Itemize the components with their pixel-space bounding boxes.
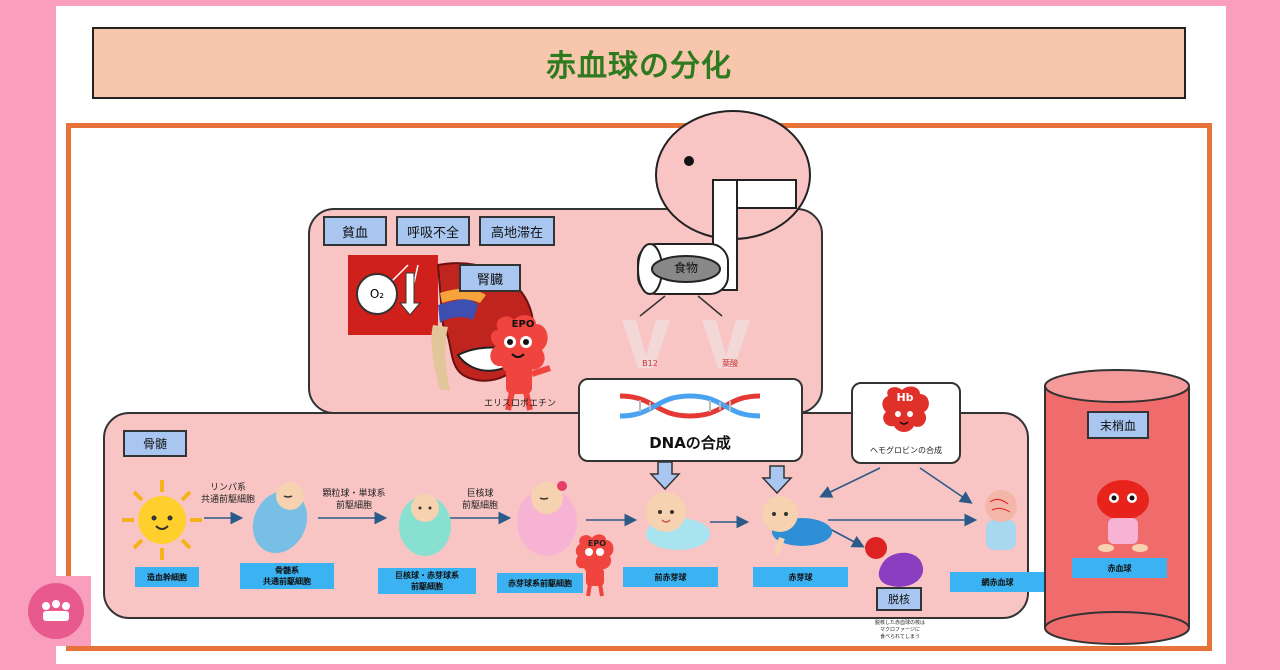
epo-small-badge: EPO <box>587 539 607 548</box>
red-blood-cell-mascot <box>1097 480 1149 552</box>
reticulocyte-baby-icon <box>985 490 1017 550</box>
erythroblast-baby-icon <box>762 496 832 556</box>
down-arrow-erythroblast <box>761 465 793 495</box>
stage-erythroblast: 赤芽球 <box>753 567 848 587</box>
dna-icon <box>619 393 761 419</box>
bone-marrow-label: 骨髄 <box>123 430 187 457</box>
mep-baby-icon <box>399 494 451 556</box>
title-banner: 赤血球の分化 <box>92 27 1186 99</box>
epo-badge: EPO <box>511 319 535 330</box>
enucleation-note: 脱核した赤血球の核は マクロファージに 食べられてしまう <box>874 620 925 640</box>
arrow-label-megakaryocyte: 巨核球 前駆細胞 <box>461 489 498 511</box>
cause-anemia: 貧血 <box>323 216 387 246</box>
epo-mascot <box>490 315 551 411</box>
food-label: 食物 <box>673 261 698 275</box>
stage-erythroid-progenitor: 赤芽球系前駆細胞 <box>497 573 583 593</box>
down-arrow-dna <box>649 461 681 491</box>
dna-synthesis-label: DNAの合成 <box>649 434 731 452</box>
arrow-label-granulocyte: 顆粒球・単球系 前駆細胞 <box>322 489 386 511</box>
erythroid-progenitor-baby-icon <box>517 481 577 556</box>
site-logo <box>21 576 91 646</box>
dna-synthesis-box <box>578 378 803 462</box>
stage-cmp: 骨髄系 共通前駆細胞 <box>240 563 334 589</box>
vitamin-arrows <box>622 295 750 368</box>
hb-badge: Hb <box>896 391 914 404</box>
hb-mascot <box>882 386 929 432</box>
cause-high-altitude: 高地滞在 <box>479 216 555 246</box>
page-title: 赤血球の分化 <box>546 49 732 84</box>
cause-respiratory-failure: 呼吸不全 <box>396 216 470 246</box>
diagram-frame <box>66 123 1212 651</box>
o2-label: O₂ <box>369 287 385 301</box>
stage-mep: 巨核球・赤芽球系 前駆細胞 <box>378 568 476 594</box>
proerythroblast-baby-icon <box>646 492 710 550</box>
epo-small-mascot <box>575 534 614 597</box>
arrow-label-lymphoid: リンパ系 共通前駆細胞 <box>200 483 255 505</box>
nucleus-macrophage-icon <box>865 537 924 587</box>
stage-hsc: 造血幹細胞 <box>135 567 199 587</box>
enucleation-label: 脱核 <box>876 587 922 611</box>
stem-cell-sun-icon <box>122 480 202 560</box>
kidney-label: 腎臓 <box>459 264 521 292</box>
myeloid-baby-icon <box>252 482 308 554</box>
epo-caption: エリスロポエチン <box>483 399 556 409</box>
o2-circle: O₂ <box>356 273 398 315</box>
b12-label: B12 <box>642 359 658 368</box>
stage-proerythroblast: 前赤芽球 <box>623 567 718 587</box>
hb-synthesis-label: ヘモグロビンの合成 <box>870 446 942 455</box>
folate-label: 葉酸 <box>722 359 738 368</box>
peripheral-blood-label: 末梢血 <box>1087 411 1149 439</box>
stage-reticulocyte: 網赤血球 <box>950 572 1045 592</box>
esophagus-illustration <box>637 179 797 295</box>
peripheral-rbc-caption: 赤血球 <box>1072 558 1167 578</box>
